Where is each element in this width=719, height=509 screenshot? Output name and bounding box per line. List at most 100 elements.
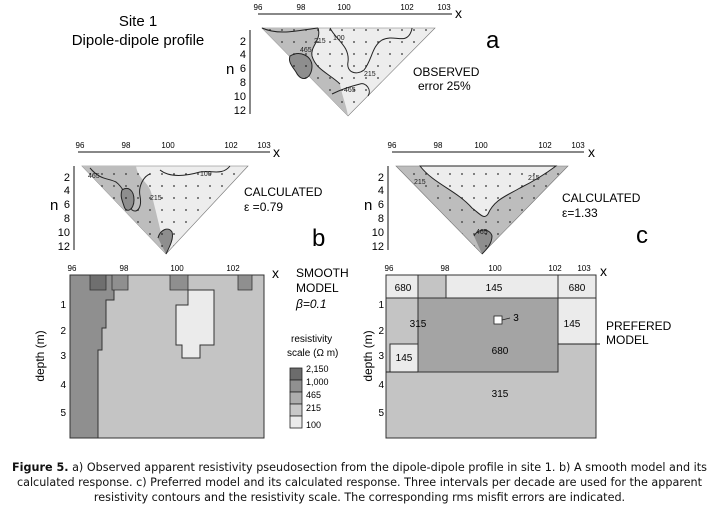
smooth-depth-tick: 1 <box>60 300 66 311</box>
panel-a-n-tick: 6 <box>240 63 246 75</box>
scale-value: 100 <box>306 420 321 430</box>
panel-a-x-tick: 100 <box>337 3 351 12</box>
prefered-depth-axis-label: depth (m) <box>361 330 375 381</box>
panel-c-x-tick: 98 <box>434 141 443 150</box>
panel-b-n-tick: 10 <box>58 227 70 239</box>
panel-a-x-tick: 103 <box>437 3 451 12</box>
prefered-x-tick: 98 <box>441 264 450 273</box>
panel-c-x-tick: 103 <box>571 141 585 150</box>
panel-c-x-tick: 96 <box>388 141 397 150</box>
panel-c-x-axis-label: x <box>588 144 595 160</box>
panel-c-n-tick: 12 <box>372 241 384 253</box>
prefered-label-line2: MODEL <box>606 333 649 347</box>
figure-caption: Figure 5. a) Observed apparent resistivi… <box>4 460 715 505</box>
prefered-block-value: 680 <box>492 346 509 357</box>
panel-c-label-epsilon: ε=1.33 <box>562 206 598 220</box>
panel-a-n-tick: 12 <box>234 105 246 117</box>
panel-b-n-tick: 8 <box>64 213 70 225</box>
panel-b-x-tick: 100 <box>161 141 175 150</box>
panel-b-x-axis-label: x <box>273 144 280 160</box>
smooth-label-line1: SMOOTH <box>296 266 349 280</box>
resistivity-scale: resistivity scale (Ω m) 2,150 1,000 465 … <box>287 334 338 430</box>
panel-b-contour-label: 100 <box>200 171 212 178</box>
prefered-model: 96 98 100 102 103 x 680 145 680 315 3 14… <box>361 263 672 439</box>
smooth-x-tick: 96 <box>68 264 77 273</box>
panel-b-x-tick: 96 <box>76 141 85 150</box>
smooth-label-beta: β=0.1 <box>295 297 327 311</box>
smooth-label-line2: MODEL <box>296 281 339 295</box>
prefered-label-line1: PREFERED <box>606 319 672 333</box>
panel-b-label-epsilon: ε =0.79 <box>244 200 283 214</box>
panel-a-x-tick: 102 <box>400 3 414 12</box>
panel-c-label-calculated: CALCULATED <box>562 191 641 205</box>
panel-a-n-axis-label: n <box>226 61 234 78</box>
panel-a-label-error: error 25% <box>418 79 471 93</box>
site-title: Site 1 <box>119 13 157 30</box>
caption-label: Figure 5. <box>12 461 69 474</box>
scale-value: 1,000 <box>306 377 329 387</box>
panel-b-n-tick: 12 <box>58 241 70 253</box>
panel-c-contour-label: 215 <box>528 175 540 182</box>
panel-b-n-tick: 6 <box>64 199 70 211</box>
panel-a-contour-label: 215 <box>314 38 326 45</box>
panel-c-contour-label: 215 <box>414 179 426 186</box>
profile-title: Dipole-dipole profile <box>72 32 205 49</box>
prefered-x-tick: 102 <box>548 264 562 273</box>
scale-value: 2,150 <box>306 364 329 374</box>
prefered-block-value: 680 <box>395 283 412 294</box>
smooth-x-axis-label: x <box>272 265 279 281</box>
panel-c-n-tick: 6 <box>378 199 384 211</box>
panel-c-contour-label: 465 <box>476 229 488 236</box>
panel-b-contour-label: 215 <box>150 195 162 202</box>
panel-b-label-calculated: CALCULATED <box>244 185 323 199</box>
panel-b-n-tick: 2 <box>64 172 70 184</box>
smooth-depth-tick: 5 <box>60 408 66 419</box>
panel-b-x-tick: 103 <box>257 141 271 150</box>
prefered-depth-tick: 5 <box>378 408 384 419</box>
panel-b-contour-label: 465 <box>88 173 100 180</box>
panel-a-contour-label: 465 <box>300 47 312 54</box>
smooth-x-tick: 100 <box>170 264 184 273</box>
smooth-depth-tick: 2 <box>60 326 66 337</box>
panel-a-observed: 96 98 100 102 103 x 2 4 6 8 10 12 n 100 … <box>226 3 500 117</box>
prefered-x-tick: 103 <box>577 264 591 273</box>
prefered-depth-tick: 4 <box>378 380 384 391</box>
panel-b-calculated: 96 98 100 102 103 x 2 4 6 8 10 12 n 465 … <box>50 141 325 255</box>
prefered-x-tick: 100 <box>488 264 502 273</box>
panel-a-label-observed: OBSERVED <box>413 65 480 79</box>
scale-value: 465 <box>306 390 321 400</box>
panel-a-x-tick: 96 <box>254 3 263 12</box>
panel-b-x-tick: 102 <box>224 141 238 150</box>
prefered-block-value: 145 <box>486 283 503 294</box>
panel-b-n-axis-label: n <box>50 197 58 214</box>
panel-a-x-tick: 98 <box>297 3 306 12</box>
panel-b-n-tick: 4 <box>64 185 70 197</box>
panel-a-contour-label: 465 <box>344 87 356 94</box>
prefered-block-value: 315 <box>410 319 427 330</box>
panel-c-x-tick: 100 <box>474 141 488 150</box>
smooth-x-tick: 102 <box>226 264 240 273</box>
panel-c-n-tick: 10 <box>372 227 384 239</box>
prefered-block-value: 3 <box>513 313 519 324</box>
panel-a-x-axis-label: x <box>455 5 462 21</box>
caption-text: a) Observed apparent resistivity pseudos… <box>16 461 707 504</box>
panel-c-n-axis-label: n <box>364 197 372 214</box>
figure-5: Site 1 Dipole-dipole profile 96 98 100 1… <box>33 3 672 439</box>
smooth-model: 96 98 100 102 x 1 2 3 4 5 depth (m) SMOO… <box>33 264 349 439</box>
panel-a-contour-label: 100 <box>333 35 345 42</box>
panel-a-n-tick: 8 <box>240 77 246 89</box>
prefered-block-value: 315 <box>492 389 509 400</box>
prefered-depth-tick: 1 <box>378 300 384 311</box>
panel-c-n-tick: 2 <box>378 172 384 184</box>
panel-c-x-tick: 102 <box>538 141 552 150</box>
panel-a-n-tick: 2 <box>240 36 246 48</box>
panel-a-n-tick: 4 <box>240 49 246 61</box>
panel-b-letter: b <box>312 225 325 252</box>
panel-c-n-tick: 8 <box>378 213 384 225</box>
scale-title-line1: resistivity <box>291 334 332 345</box>
panel-c-calculated: 96 98 100 102 103 x 2 4 6 8 10 12 n 215 … <box>364 141 648 255</box>
smooth-depth-tick: 4 <box>60 380 66 391</box>
smooth-x-tick: 98 <box>120 264 129 273</box>
smooth-depth-tick: 3 <box>60 351 66 362</box>
panel-a-n-tick: 10 <box>234 91 246 103</box>
